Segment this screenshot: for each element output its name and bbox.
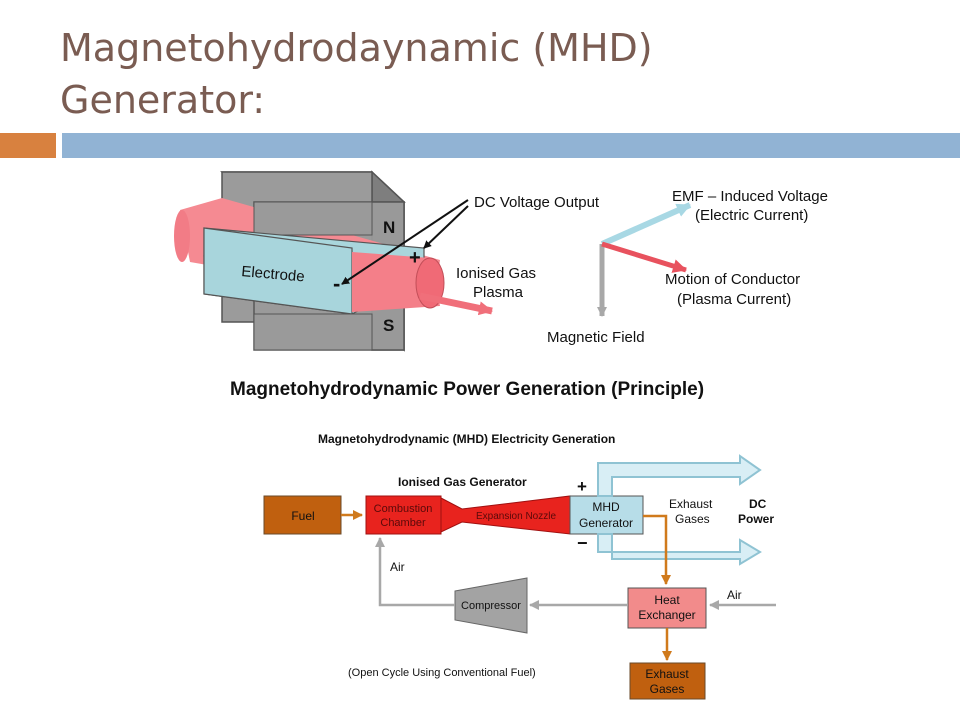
flow-title: Magnetohydrodynamic (MHD) Electricity Ge… xyxy=(318,432,615,446)
ionised-gas-generator-label: Ionised Gas Generator xyxy=(398,475,527,489)
exhaust-gases-label-line1: Exhaust xyxy=(669,497,713,511)
plasma-label-line2: Plasma xyxy=(473,284,524,301)
fuel-box xyxy=(263,495,342,535)
dc-power-arrows xyxy=(597,454,762,566)
electrode-minus: - xyxy=(333,271,340,296)
emf-label-line2: (Electric Current) xyxy=(695,207,808,224)
combustion-chamber-box xyxy=(365,495,442,535)
heat-exchanger-label-line1: Heat xyxy=(654,593,680,607)
mhd-label-line2: Generator xyxy=(579,516,633,530)
title-line-1: Magnetohydrodaynamic (MHD) xyxy=(60,26,653,70)
pole-s-label: S xyxy=(383,316,394,335)
flow-caption: (Open Cycle Using Conventional Fuel) xyxy=(348,667,536,679)
mhd-plus: + xyxy=(577,477,587,496)
accent-bar-orange xyxy=(0,133,56,158)
air-right-label: Air xyxy=(727,588,742,602)
dc-voltage-output-label: DC Voltage Output xyxy=(474,194,600,211)
mhd-minus: − xyxy=(577,533,588,553)
electrode-plus: + xyxy=(409,247,421,269)
accent-bar-blue xyxy=(62,133,960,158)
motion-label-line2: (Plasma Current) xyxy=(677,291,791,308)
pole-n-label: N xyxy=(383,218,395,237)
dc-output-leads xyxy=(341,199,469,285)
plasma-label-line1: Ionised Gas xyxy=(456,265,536,282)
emf-label-line1: EMF – Induced Voltage xyxy=(672,188,828,205)
exhaust-gases-label-line2: Gases xyxy=(675,512,710,526)
magnet-assembly xyxy=(174,170,493,352)
compressor-shape xyxy=(454,577,528,634)
slide-title: Magnetohydrodaynamic (MHD) Generator: xyxy=(60,22,920,126)
motion-label-line1: Motion of Conductor xyxy=(665,271,800,288)
heat-exchanger-label-line2: Exchanger xyxy=(638,608,695,622)
exhaust-box-label-line1: Exhaust xyxy=(645,667,689,681)
dc-power-label-line1: DC xyxy=(749,497,767,511)
electrode-label: Electrode xyxy=(241,263,306,285)
combustion-label-line1: Combustion xyxy=(374,503,433,515)
mhd-label-line1: MHD xyxy=(592,500,620,514)
title-line-2: Generator: xyxy=(60,78,266,122)
vector-diagram xyxy=(597,202,692,317)
principle-caption: Magnetohydrodynamic Power Generation (Pr… xyxy=(230,379,704,400)
compressor-label: Compressor xyxy=(461,600,521,612)
air-left-label: Air xyxy=(390,560,405,574)
fuel-label: Fuel xyxy=(291,509,314,523)
combustion-label-line2: Chamber xyxy=(380,517,426,529)
dc-power-label-line2: Power xyxy=(738,512,774,526)
magnetic-field-label: Magnetic Field xyxy=(547,329,645,346)
exhaust-gases-box xyxy=(629,662,706,700)
heat-exchanger-box xyxy=(627,587,707,629)
exhaust-box-label-line2: Gases xyxy=(650,682,685,696)
nozzle-label: Expansion Nozzle xyxy=(476,511,556,522)
